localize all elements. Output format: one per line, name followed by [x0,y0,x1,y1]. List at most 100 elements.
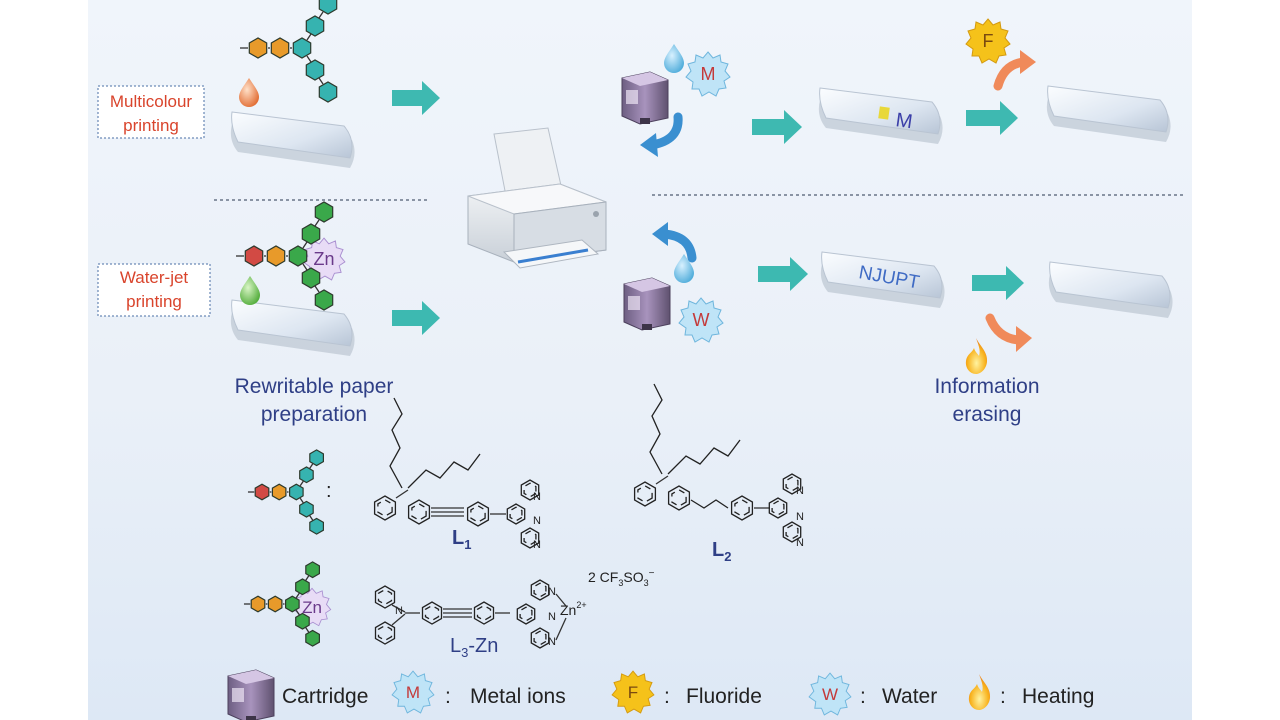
counterion-label: 2 CF3SO3− [588,568,655,588]
mode-box-waterjet [97,263,211,317]
multicolour-label-line1: Multicolour [110,92,193,111]
aromatic-inner-bond [734,499,750,517]
metal-ion-symbol: M [701,64,716,84]
chem-bond [655,475,669,485]
chem-bond [391,613,406,626]
aromatic-inner-bond [771,500,785,516]
l2-fluorene-ring-right [667,485,691,511]
legend-fluoride-symbol: F [628,683,638,702]
aromatic-inner-bond [533,630,547,646]
l1-fluorene-ring-left [373,495,397,521]
mode-box-multicolour [97,85,205,139]
l1-phenyl-ring [466,501,490,527]
n-atom: N [533,491,541,503]
information-erasing-line1: Information [934,375,1039,398]
aromatic-inner-bond [509,506,523,522]
curved-arrow-heating [985,313,1032,352]
l2-vinylene [690,499,729,509]
l2-fluorene-ring-left [633,481,657,507]
l3-terpyridine-ring-central [516,603,536,625]
n-atom: N [548,586,556,598]
rewritable-paper-line1: Rewritable paper [235,375,394,398]
l2-terpyridine-ring-central [768,497,788,519]
cartridge-icon-bottom [623,277,671,331]
aromatic-inner-bond [785,476,799,492]
erased-paper-top [1046,85,1172,143]
water-symbol: W [693,310,710,330]
printed-text-m: M [894,109,914,133]
aromatic-inner-bond [424,604,440,622]
l1-terpyridine-ring-lower [520,527,540,549]
aromatic-inner-bond [411,503,427,521]
l3-phenyl-ring-upper [374,585,396,609]
n-atom: N [533,515,541,527]
l1-terpyridine-ring-central [506,503,526,525]
l1-terpyridine-ring-upper [520,479,540,501]
aromatic-inner-bond [519,606,533,622]
aromatic-inner-bond [377,624,393,642]
rewritable-paper-line2: preparation [261,403,367,426]
complex-cartoon-top [236,201,334,311]
information-erasing-line2: erasing [953,403,1022,426]
legend-cartridge: Cartridge [282,685,368,708]
legend-cartridge-icon [227,669,275,720]
l2-terpyridine-ring-lower [782,521,802,543]
l3-phenyl-ring-right [473,601,495,625]
zn-coordination-bond [555,617,567,641]
label-l3-zn: L3-Zn [450,635,498,660]
l2-terpyridine-ring-upper [782,473,802,495]
legend-flame-icon [968,674,991,710]
aromatic-inner-bond [637,485,653,503]
curved-arrow-fluoride [993,50,1036,91]
green-drop-icon [240,276,260,305]
chem-bond [391,604,406,613]
legend-water-symbol: W [822,685,838,704]
aromatic-inner-bond [523,530,537,546]
zinc-symbol-bottom: Zn [302,598,322,617]
n-atom: N [533,539,541,551]
n-atom: N [548,611,556,623]
colon-l1: : [326,480,332,502]
zinc-symbol-top: Zn [313,249,334,269]
n-atom: N [796,485,804,497]
printed-yellow-mark [878,106,890,120]
aromatic-inner-bond [671,489,687,507]
legend-colon-heating: : [1000,685,1006,708]
aromatic-inner-bond [377,499,393,517]
legend-colon-metal: : [445,685,451,708]
aromatic-inner-bond [785,524,799,540]
aromatic-inner-bond [470,505,486,523]
legend-heating: Heating [1022,685,1094,708]
process-arrow [392,301,440,335]
n-atom: N [548,636,556,648]
blank-paper-top [230,111,356,169]
label-l2: L2 [712,539,731,564]
waterjet-label-line2: printing [126,292,182,311]
aromatic-inner-bond [476,604,492,622]
aromatic-inner-bond [377,588,393,606]
l1-alkyl-chain-b [407,453,481,489]
legend-metal-ions: Metal ions [470,685,566,708]
blank-paper-bottom [230,299,356,357]
n-atom: N [395,605,403,617]
water-drop-icon [664,44,684,73]
l2-alkyl-chain-b [667,439,741,475]
flame-icon [965,338,988,374]
legend-water: Water [882,685,937,708]
n-atom: N [796,537,804,549]
l3-terpyridine-ring-upper [530,579,550,601]
curved-arrow-to-printer-top [640,112,683,157]
n-atom: N [796,511,804,523]
l1-alkyl-chain-a [389,397,403,489]
erased-paper-bottom [1048,261,1174,319]
curved-arrow-to-printer-bottom [652,222,697,263]
l1-fluorene-ring-right [407,499,431,525]
orange-drop-icon [239,78,259,107]
fluoride-symbol: F [983,31,994,51]
legend-colon-water: : [860,685,866,708]
ligand-cartoon-key [247,449,324,535]
l3-phenyl-ring-center [421,601,443,625]
legend-metal-symbol: M [406,683,420,702]
l3-terpyridine-ring-lower [530,627,550,649]
